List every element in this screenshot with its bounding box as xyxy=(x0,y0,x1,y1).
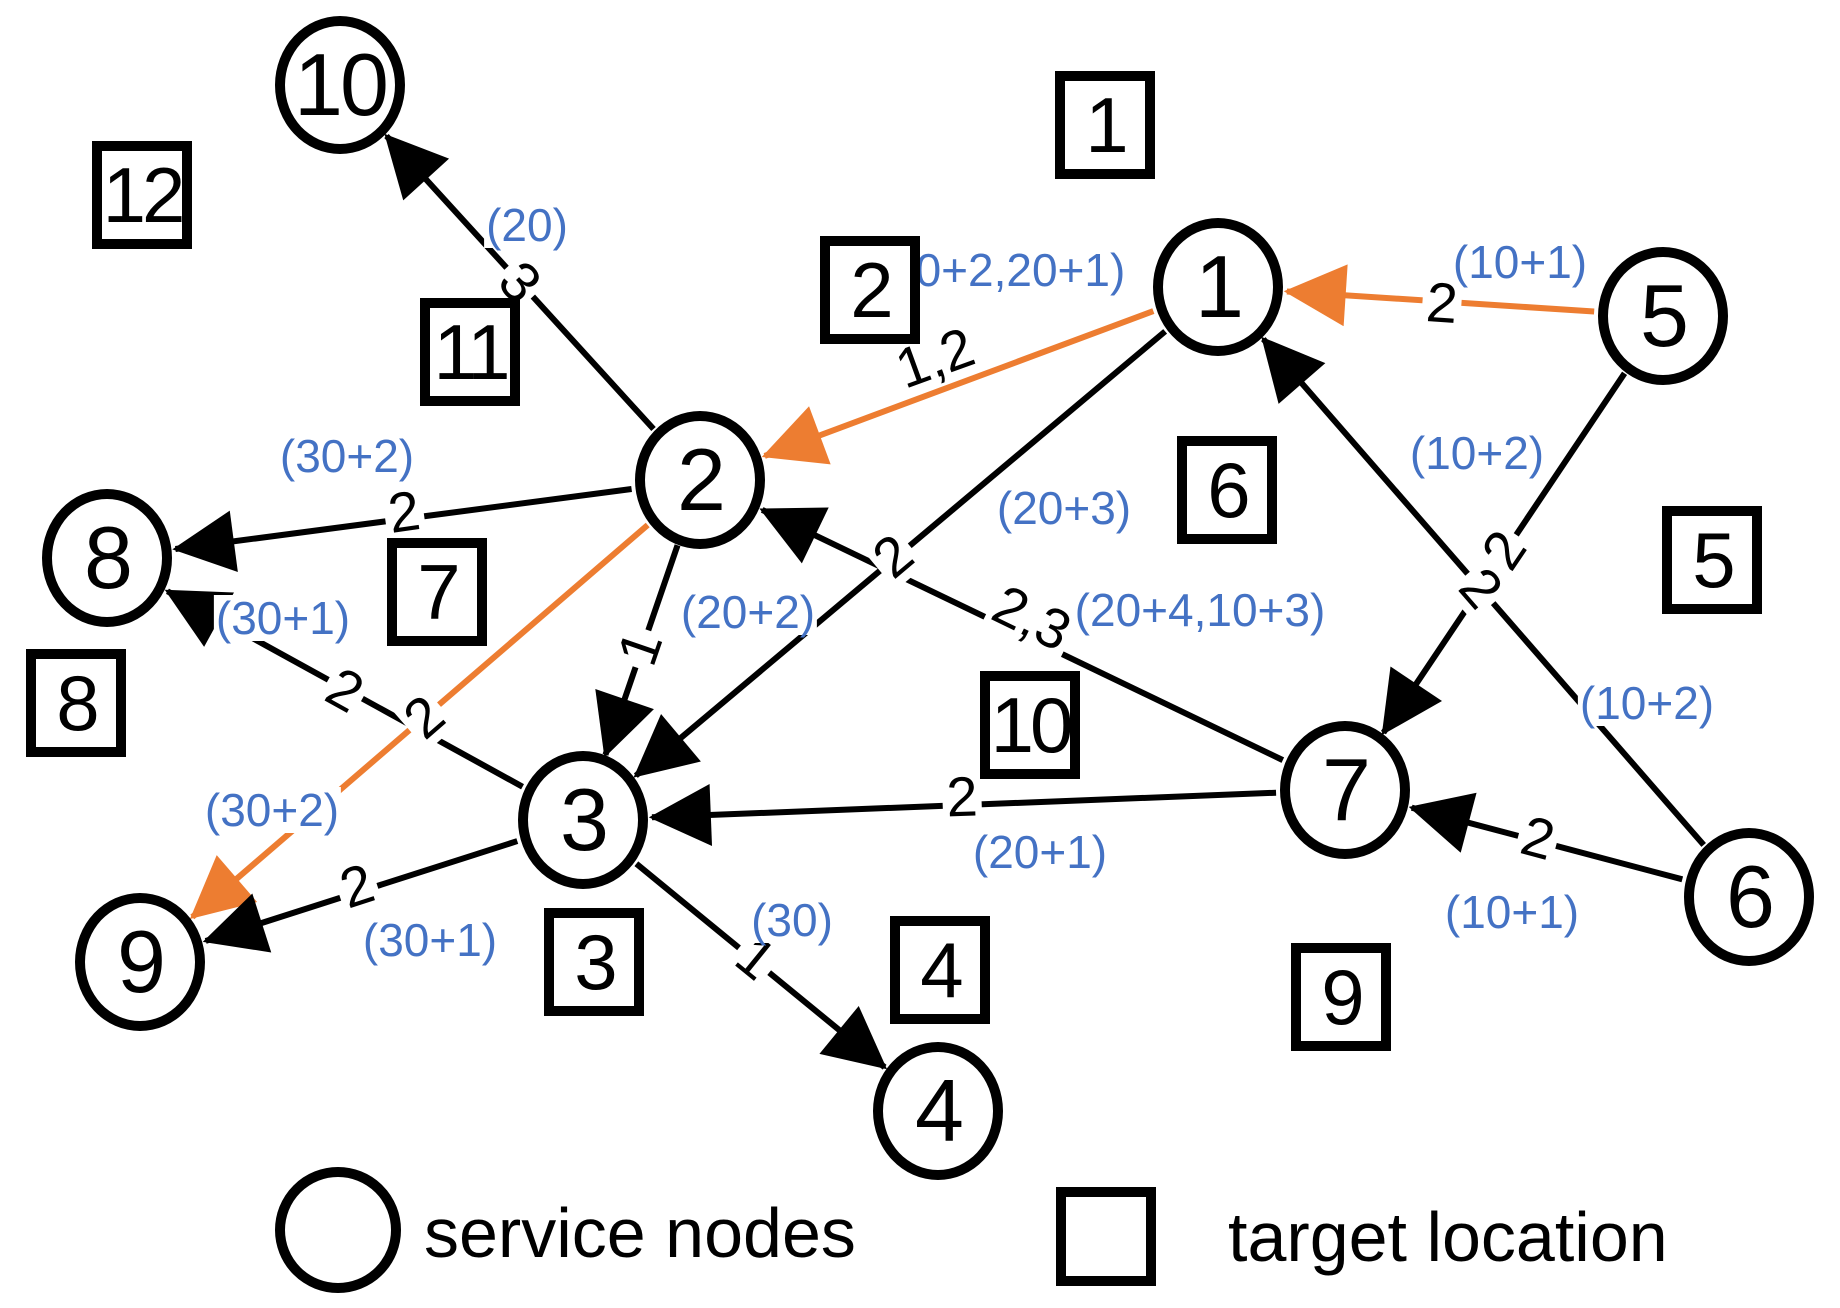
edge-1-to-2 xyxy=(761,308,1155,465)
service-node-3: 3 xyxy=(518,751,648,889)
target-location-12: 12 xyxy=(92,141,192,249)
target-location-7: 7 xyxy=(387,538,487,646)
edge-cost-label-7-3: (20+1) xyxy=(970,826,1110,878)
service-node-1: 1 xyxy=(1153,218,1283,356)
service-node-8: 8 xyxy=(42,489,172,627)
target-location-2: 2 xyxy=(820,236,920,344)
edge-cost-label-3-4: (30) xyxy=(749,894,835,946)
target-location-6: 6 xyxy=(1177,436,1277,544)
edge-weight-label-7-3: 2 xyxy=(941,764,983,829)
edge-cost-label-2-10: (20) xyxy=(484,199,570,251)
edge-cost-label-2-8: (30+2) xyxy=(277,430,417,482)
service-node-9: 9 xyxy=(75,893,205,1031)
edge-cost-label-6-1: (10+2) xyxy=(1577,677,1717,729)
service-node-6: 6 xyxy=(1684,828,1814,966)
edge-cost-label-5-7: (10+2) xyxy=(1407,427,1547,479)
target-location-9: 9 xyxy=(1291,943,1391,1051)
target-location-legend-label: target location xyxy=(1228,1198,1668,1276)
target-location-5: 5 xyxy=(1662,506,1762,614)
edge-weight-label-2-8: 2 xyxy=(380,478,428,545)
target-location-symbol xyxy=(1056,1187,1156,1286)
service-node-2: 2 xyxy=(635,411,765,549)
service-node-7: 7 xyxy=(1280,721,1410,859)
target-location-4: 4 xyxy=(890,916,990,1024)
edge-cost-label-2-9: (30+2) xyxy=(202,784,342,836)
edge-cost-label-5-1: (10+1) xyxy=(1450,236,1590,288)
target-location-3: 3 xyxy=(544,908,644,1016)
edge-cost-label-3-9: (30+1) xyxy=(360,914,500,966)
service-node-10: 10 xyxy=(275,16,405,154)
edge-cost-label-6-7: (10+1) xyxy=(1442,886,1582,938)
service-node-symbol xyxy=(275,1167,401,1293)
edge-cost-label-7-2: (20+4,10+3) xyxy=(1072,584,1328,636)
service-node-4: 4 xyxy=(873,1042,1003,1180)
service-nodes-legend-label: service nodes xyxy=(424,1194,856,1272)
target-location-1: 1 xyxy=(1055,71,1155,179)
service-node-5: 5 xyxy=(1598,247,1728,385)
target-location-10: 10 xyxy=(980,671,1080,779)
target-location-8: 8 xyxy=(26,649,126,757)
target-location-11: 11 xyxy=(420,298,520,406)
edge-cost-label-3-8: (30+1) xyxy=(213,592,353,644)
edge-cost-label-1-3: (20+3) xyxy=(994,482,1134,534)
edge-cost-label-2-3: (20+2) xyxy=(678,586,818,638)
